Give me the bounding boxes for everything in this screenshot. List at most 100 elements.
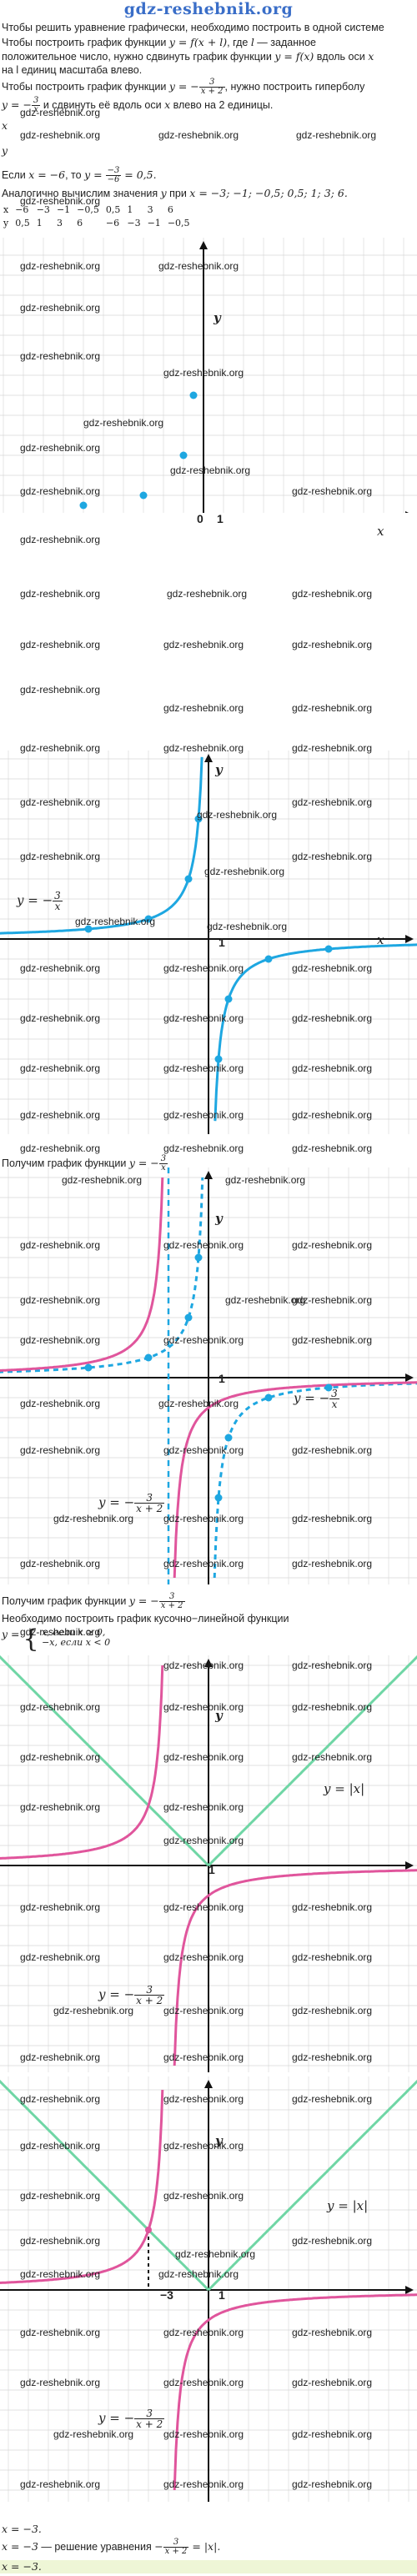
- formula: = |x|.: [188, 2539, 221, 2553]
- watermark: gdz-reshebnik.org: [20, 195, 101, 207]
- watermark: gdz-reshebnik.org: [20, 107, 101, 118]
- numerator: 3: [158, 1154, 168, 1164]
- hyperbola-left: [0, 1177, 204, 1373]
- grid: [0, 238, 417, 513]
- table-cell: 0,5: [105, 203, 121, 215]
- formula: = 0,5.: [121, 168, 157, 181]
- watermark: gdz-reshebnik.org: [163, 1239, 244, 1251]
- unit-label: 1: [219, 936, 225, 949]
- numerator: 3: [198, 78, 225, 88]
- watermark: gdz-reshebnik.org: [20, 2235, 101, 2247]
- data-point: [84, 1363, 93, 1372]
- denominator: x: [161, 1163, 166, 1173]
- table-cell: 0,5: [15, 217, 30, 228]
- watermark: gdz-reshebnik.org: [163, 367, 244, 379]
- axis-y-label: y: [215, 2133, 223, 2148]
- table-row-y: y 0,5 1 3 6 −6 −3 −1 −0,5: [2, 216, 195, 229]
- text: Чтобы построить график функции: [2, 80, 169, 93]
- shifted-hyperbola-right: [173, 2293, 417, 2491]
- piecewise-cases: x, если x ≥ 0, −x, если x < 0: [42, 1628, 110, 1648]
- denominator: x: [331, 1398, 338, 1410]
- hyperbola-right: [213, 1382, 417, 1579]
- intro-line-2: Чтобы построить график функции y = f(x +…: [2, 36, 415, 49]
- watermark: gdz-reshebnik.org: [20, 2377, 101, 2388]
- watermark: gdz-reshebnik.org: [163, 1334, 244, 1346]
- watermark: gdz-reshebnik.org: [292, 851, 373, 862]
- watermark: gdz-reshebnik.org: [20, 1751, 101, 1763]
- watermark: gdz-reshebnik.org: [163, 1444, 244, 1456]
- fraction: −3−6: [105, 167, 122, 184]
- data-point: [79, 501, 88, 510]
- row-x-label: x: [2, 119, 8, 132]
- graph-abs: [0, 1655, 417, 2072]
- watermark: gdz-reshebnik.org: [20, 2190, 101, 2202]
- watermark: gdz-reshebnik.org: [292, 485, 373, 497]
- formula: x: [368, 50, 374, 63]
- denominator: x: [33, 105, 38, 114]
- watermark: gdz-reshebnik.org: [20, 2093, 101, 2105]
- watermark: gdz-reshebnik.org: [292, 1142, 373, 1154]
- watermark: gdz-reshebnik.org: [20, 1558, 101, 1569]
- formula: y = −: [98, 1986, 135, 2002]
- table-cell: −6: [15, 203, 29, 215]
- watermark: gdz-reshebnik.org: [163, 2190, 244, 2202]
- watermark: gdz-reshebnik.org: [167, 588, 248, 600]
- data-point: [214, 1494, 223, 1502]
- watermark: gdz-reshebnik.org: [158, 129, 239, 141]
- text: — решение уравнения: [38, 2540, 155, 2553]
- data-point: [84, 925, 93, 933]
- watermark: gdz-reshebnik.org: [53, 2428, 134, 2440]
- watermark: gdz-reshebnik.org: [292, 588, 373, 600]
- watermark: gdz-reshebnik.org: [163, 1109, 244, 1121]
- watermark: gdz-reshebnik.org: [163, 1835, 244, 1846]
- watermark: gdz-reshebnik.org: [225, 1174, 306, 1186]
- formula: x = −3; −1; −0,5; 0,5; 1; 3; 6.: [189, 187, 348, 199]
- watermark: gdz-reshebnik.org: [163, 1558, 244, 1569]
- watermark: gdz-reshebnik.org: [163, 639, 244, 650]
- data-point: [139, 491, 148, 500]
- solution-tick-label: −3: [160, 2288, 173, 2302]
- watermark: gdz-reshebnik.org: [20, 485, 101, 497]
- watermark: gdz-reshebnik.org: [163, 962, 244, 974]
- watermark: gdz-reshebnik.org: [163, 1701, 244, 1713]
- piecewise-function: y = { x, если x ≥ 0, −x, если x < 0: [2, 1627, 415, 1652]
- formula: y = −: [2, 98, 32, 111]
- watermark: gdz-reshebnik.org: [197, 809, 278, 821]
- watermark: gdz-reshebnik.org: [292, 2377, 373, 2388]
- watermark: gdz-reshebnik.org: [158, 260, 239, 272]
- watermark: gdz-reshebnik.org: [20, 1951, 101, 1963]
- table-cell: −0,5: [167, 217, 190, 228]
- data-point: [184, 1313, 193, 1322]
- shifted-hyperbola-right: [173, 1869, 417, 2066]
- abs-label: y = |x|: [327, 2198, 369, 2213]
- table-cell: −3: [127, 217, 141, 228]
- watermark: gdz-reshebnik.org: [292, 2093, 373, 2105]
- text: — заданное: [254, 37, 316, 48]
- denominator: x + 2: [160, 1601, 183, 1610]
- watermark: gdz-reshebnik.org: [207, 921, 288, 932]
- site-banner[interactable]: gdz-reshebnik.org: [123, 0, 294, 18]
- watermark: gdz-reshebnik.org: [62, 1174, 143, 1186]
- watermark: gdz-reshebnik.org: [20, 1062, 101, 1074]
- answer-highlight: [0, 2560, 417, 2573]
- watermark: gdz-reshebnik.org: [20, 2051, 101, 2063]
- numerator: 3: [134, 2408, 165, 2419]
- denominator: x + 2: [136, 1995, 163, 2006]
- watermark: gdz-reshebnik.org: [20, 962, 101, 974]
- text: при: [166, 188, 190, 199]
- watermark: gdz-reshebnik.org: [20, 1239, 101, 1251]
- intro-line-7: Если x = −6, то y = −3−6 = 0,5.: [2, 167, 415, 184]
- values-table: x −6 −3 −1 −0,5 0,5 1 3 6 y 0,5 1 3 6 −6…: [2, 203, 195, 229]
- data-point: [194, 815, 203, 823]
- brace: {: [23, 1624, 39, 1654]
- watermark: gdz-reshebnik.org: [20, 1334, 101, 1346]
- formula: −: [154, 2539, 163, 2553]
